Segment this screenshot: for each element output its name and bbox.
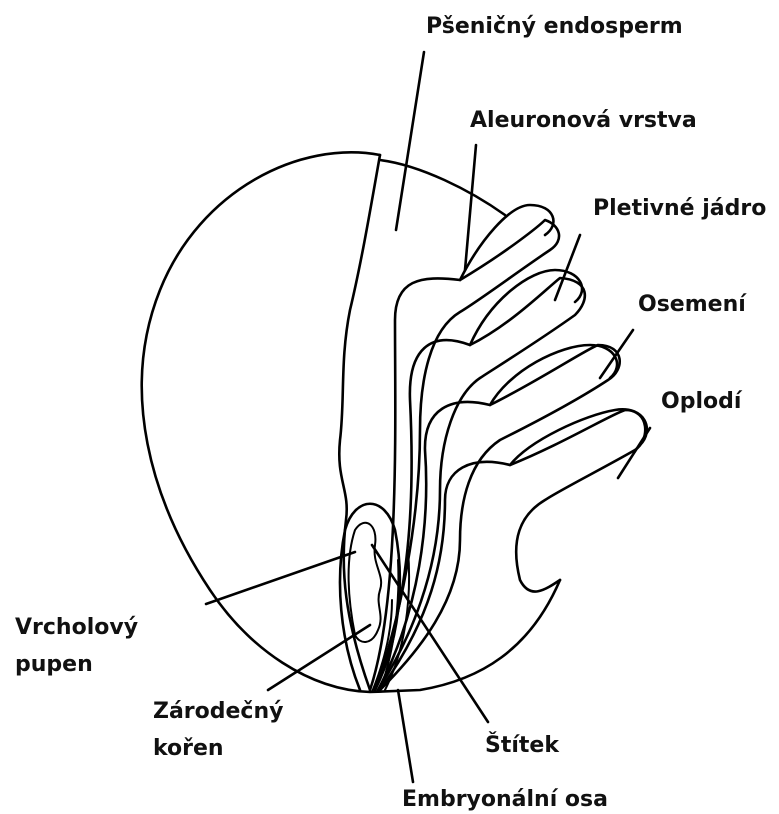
label-embryonic-axis: Embryonální osa: [402, 787, 608, 812]
endosperm-boundary: [339, 155, 380, 690]
label-nucellus: Pletivné jádro: [593, 196, 766, 221]
label-radicle-line1: Zárodečný: [153, 699, 283, 724]
label-wheat-endosperm: Pšeničný endosperm: [426, 14, 683, 39]
leader-pericarp: [618, 428, 650, 478]
label-pericarp: Oplodí: [661, 389, 743, 414]
label-plumule-line1: Vrcholový: [15, 615, 138, 640]
label-aleurone-layer: Aleuronová vrstva: [470, 108, 697, 133]
leader-embryonic-axis: [398, 690, 413, 782]
leader-aleurone: [465, 145, 476, 270]
label-radicle-line2: kořen: [153, 736, 224, 761]
grain-layers: [370, 205, 647, 690]
leader-nucellus: [555, 235, 580, 300]
leader-lines: [206, 52, 650, 782]
leader-endosperm: [396, 52, 424, 230]
label-plumule-line2: pupen: [15, 652, 93, 677]
label-scutellum: Štítek: [485, 732, 560, 758]
leader-plumule: [206, 552, 355, 604]
label-seed-coat: Osemení: [638, 292, 747, 317]
